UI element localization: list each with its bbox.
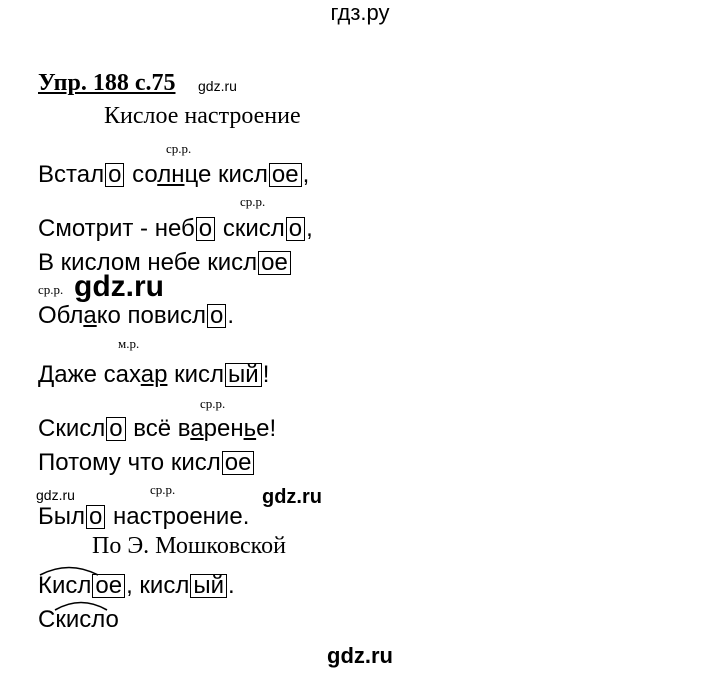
watermark-medium: gdz.ru [262, 486, 322, 508]
ending-box: о [195, 217, 216, 241]
word-part: Обл [38, 302, 84, 329]
ending-box: о [86, 505, 106, 529]
ending-box: о [106, 417, 126, 441]
spelling-underline: а [190, 415, 204, 442]
word-part: е! [256, 415, 277, 442]
poem-author: По Э. Мошковской [92, 533, 286, 559]
spelling-underline: лн [157, 161, 185, 188]
word-part: скисл [216, 215, 285, 242]
watermark-bottom: gdz.ru [327, 643, 393, 668]
ending-box: о [105, 163, 125, 187]
punctuation: , [306, 215, 313, 242]
poem-line: Скисло [38, 606, 119, 634]
word-part: Кисл [38, 572, 92, 599]
gender-note: ср.р. [150, 482, 176, 497]
root-arc-mark [54, 601, 108, 611]
word-part: настроение. [106, 503, 250, 530]
word-part: В кислом небе кисл [38, 249, 258, 276]
gender-note: ср.р. [240, 194, 266, 209]
word-part: , кисл [126, 572, 190, 599]
word-part: Скисло [38, 606, 119, 633]
punctuation: . [228, 572, 235, 599]
word-part: со [125, 161, 158, 188]
gender-note: ср.р. [200, 396, 226, 411]
exercise-title: Упр. 188 с.75 [38, 70, 176, 96]
spelling-underline: а [83, 302, 97, 329]
poem-title: Кислое настроение [104, 103, 301, 129]
word-part: рен [203, 415, 244, 442]
word-part: Даже сах [38, 361, 141, 388]
punctuation: , [302, 161, 310, 188]
word-part: Скисл [38, 415, 106, 442]
spelling-underline: ар [140, 361, 168, 388]
ending-box: ое [221, 451, 255, 475]
spelling-underline: ь [243, 415, 257, 442]
word-part: Смотрит - неб [38, 215, 195, 242]
ending-box: ое [268, 163, 302, 187]
watermark-top: гдз.ру [330, 0, 390, 25]
ending-box: о [207, 304, 227, 328]
word-part: Был [38, 503, 86, 530]
gender-note: м.р. [118, 336, 140, 351]
word-part: Встал [38, 161, 105, 188]
watermark-large: gdz.ru [74, 270, 164, 303]
word-part: Потому что кисл [38, 449, 221, 476]
punctuation: . [227, 302, 235, 329]
watermark-small: gdz.ru [198, 78, 237, 94]
ending-box: о [285, 217, 306, 241]
ending-box: ое [92, 574, 126, 598]
ending-box: ый [225, 363, 262, 387]
word-part: всё в [126, 415, 191, 442]
ending-box: ое [258, 251, 291, 275]
punctuation: ! [262, 361, 270, 388]
gender-note: ср.р. [38, 282, 64, 297]
root-arc-mark [39, 566, 99, 576]
word-part: кисл [167, 361, 225, 388]
word-part: ко повисл [96, 302, 206, 329]
gender-note: ср.р. [166, 141, 192, 156]
ending-box: ый [190, 574, 227, 598]
word-part: це кисл [184, 161, 268, 188]
watermark-small: gdz.ru [36, 487, 75, 503]
